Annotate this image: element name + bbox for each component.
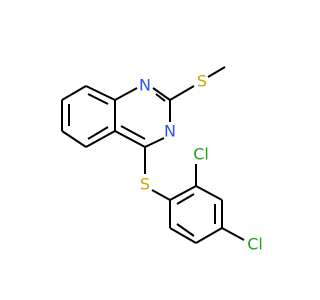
bond-ar1-ar2	[169, 185, 197, 201]
atom-n3: N	[164, 122, 176, 141]
bond-c4-c4a-double	[120, 125, 146, 140]
atom-label-s-bridge: S	[140, 175, 150, 194]
atom-cl-para: Cl	[247, 235, 263, 254]
atom-cl-ortho: Cl	[193, 145, 209, 164]
bond-ar4-ar5	[195, 227, 223, 244]
bond-c4-c4a	[114, 130, 146, 148]
atom-n1: N	[139, 76, 151, 95]
bond-n1-c2-double	[155, 93, 166, 102]
bond-c4a-c7	[85, 130, 116, 148]
bond-c5-c6	[61, 85, 87, 101]
bond-n1-c2	[152, 87, 171, 101]
atom-label-s-methyl: S	[197, 72, 207, 91]
bond-c7-c8	[61, 130, 87, 148]
bond-s-aryl	[151, 189, 171, 201]
bond-s-methyl	[207, 66, 226, 78]
bond-ar5-ar6	[169, 227, 197, 244]
bond-layer	[61, 66, 245, 244]
bond-ar2-ar3	[195, 185, 223, 201]
atom-label-cl-ortho: Cl	[193, 145, 209, 164]
bond-aryl-double-1	[176, 193, 195, 205]
atom-label-n1: N	[139, 76, 151, 95]
bond-aryl-double-3	[176, 223, 195, 237]
atom-s-methyl: S	[197, 72, 207, 91]
bond-benzo-double-1	[87, 93, 109, 105]
bond-c8a-n1	[114, 87, 138, 101]
atom-label-layer: N N S S Cl Cl	[139, 72, 263, 254]
bond-n3-c4	[144, 137, 165, 148]
atom-s-bridge: S	[140, 175, 150, 194]
bond-benzo-double-2	[87, 126, 109, 140]
atom-label-n3: N	[164, 122, 176, 141]
atom-label-cl-para: Cl	[247, 235, 263, 254]
bond-c6-c8a	[85, 85, 116, 101]
bond-c2-s	[169, 85, 195, 101]
bond-ar4-cl	[221, 227, 245, 241]
molecule-structure-diagram: N N S S Cl Cl	[61, 66, 263, 254]
